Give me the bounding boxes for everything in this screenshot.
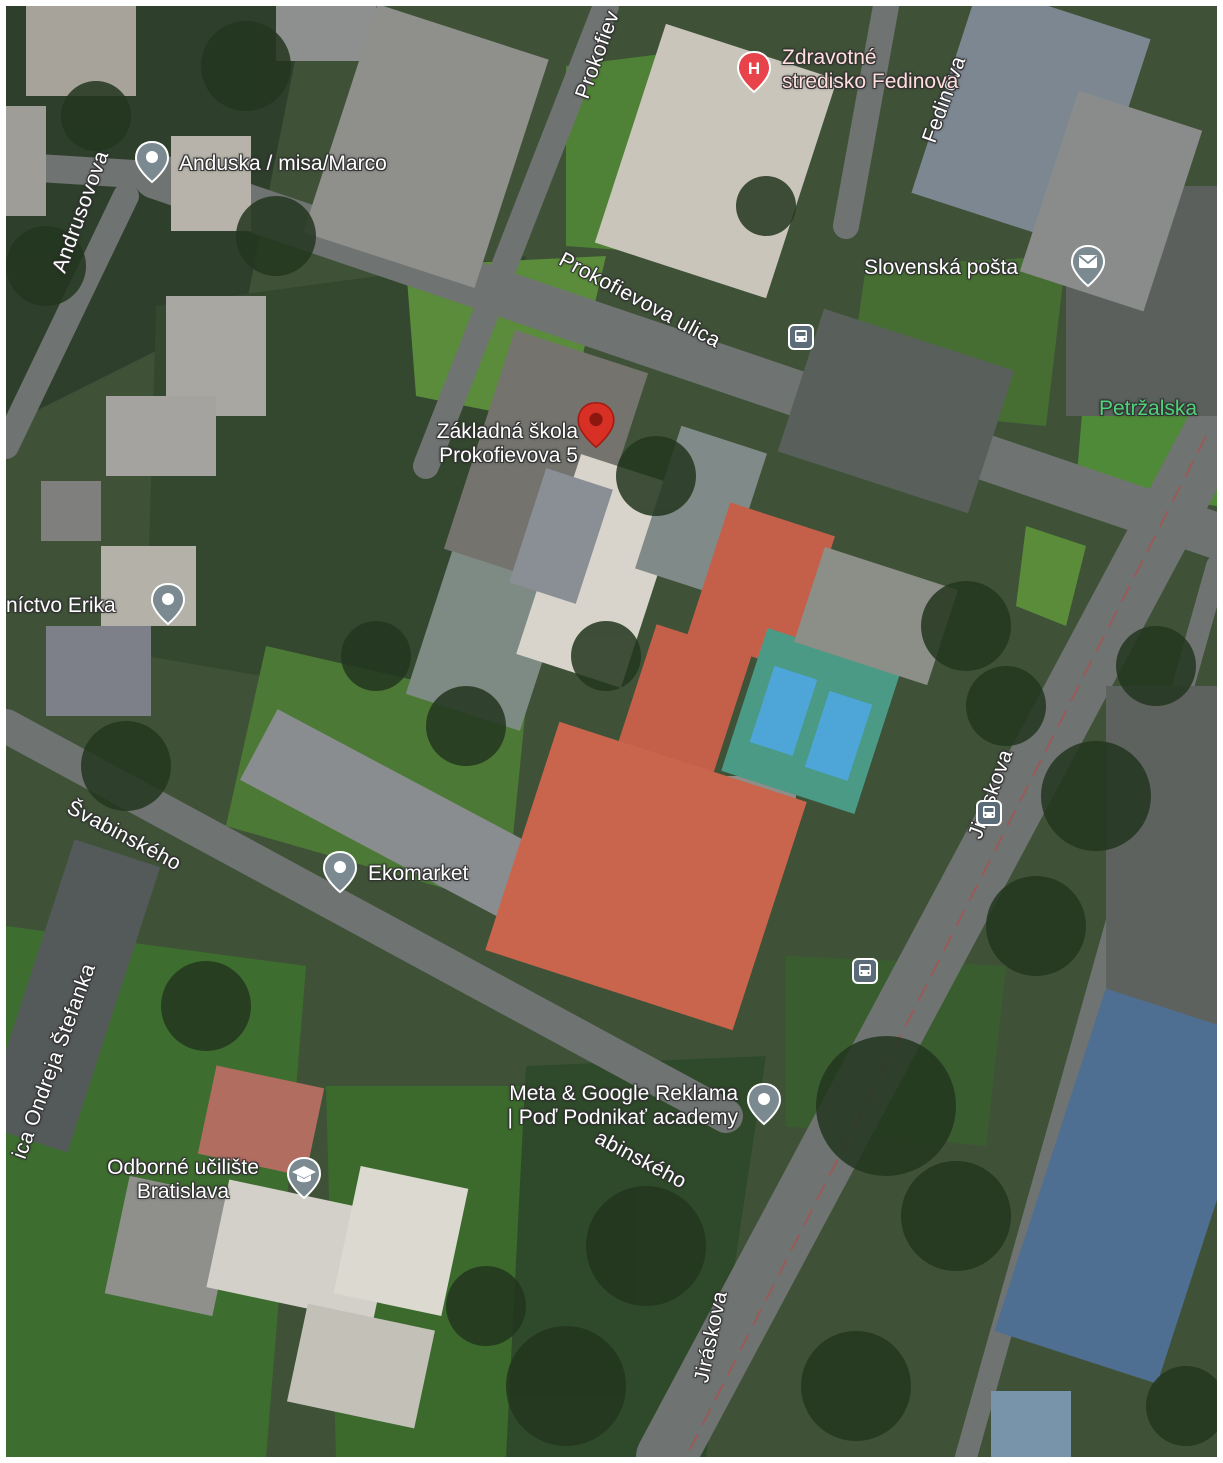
meta-name-line1: Meta & Google Reklama <box>509 1082 738 1105</box>
hospital-icon[interactable]: H <box>736 50 772 94</box>
location-pin-icon[interactable] <box>134 140 170 184</box>
location-pin-icon[interactable] <box>746 1082 782 1126</box>
anduska-label[interactable]: Anduska / misa/Marco <box>179 152 387 175</box>
selected-place-name-line1: Základná škola <box>436 420 578 443</box>
meta-label[interactable]: Meta & Google Reklama | Poď Podnikať aca… <box>432 1082 738 1130</box>
ekomarket-label[interactable]: Ekomarket <box>368 862 469 885</box>
hospital-name-line2: stredisko Fedinova <box>782 70 959 93</box>
selected-place-name-line2: Prokofievova 5 <box>439 444 578 467</box>
location-pin-icon[interactable] <box>150 582 186 626</box>
hospital-label[interactable]: Zdravotné stredisko Fedinova <box>782 46 958 94</box>
selected-place-label[interactable]: Základná škola Prokofievova 5 <box>382 420 578 468</box>
graduation-cap-icon[interactable] <box>286 1156 322 1200</box>
meta-name-line2: | Poď Podnikať academy <box>507 1106 738 1129</box>
post-office-label[interactable]: Slovenská pošta <box>864 256 1019 279</box>
mail-icon[interactable] <box>1070 244 1106 288</box>
satellite-map[interactable]: Prokofievova ulica Prokofiev Andrusovova… <box>6 6 1217 1457</box>
school-label[interactable]: Odborné učilište Bratislava <box>78 1156 288 1204</box>
hospital-name-line1: Zdravotné <box>782 46 877 69</box>
satellite-imagery <box>6 6 1217 1457</box>
erika-label[interactable]: níctvo Erika <box>6 594 116 617</box>
svg-text:H: H <box>748 59 760 78</box>
school-name-line2: Bratislava <box>136 1180 230 1203</box>
bus-icon[interactable] <box>788 324 814 350</box>
school-name-line1: Odborné učilište <box>107 1156 259 1179</box>
bus-icon[interactable] <box>976 800 1002 826</box>
district-label-petrzalka: Petržalska <box>1099 397 1198 420</box>
location-pin-icon[interactable] <box>322 850 358 894</box>
red-location-pin-icon[interactable] <box>576 400 616 450</box>
bus-icon[interactable] <box>852 958 878 984</box>
